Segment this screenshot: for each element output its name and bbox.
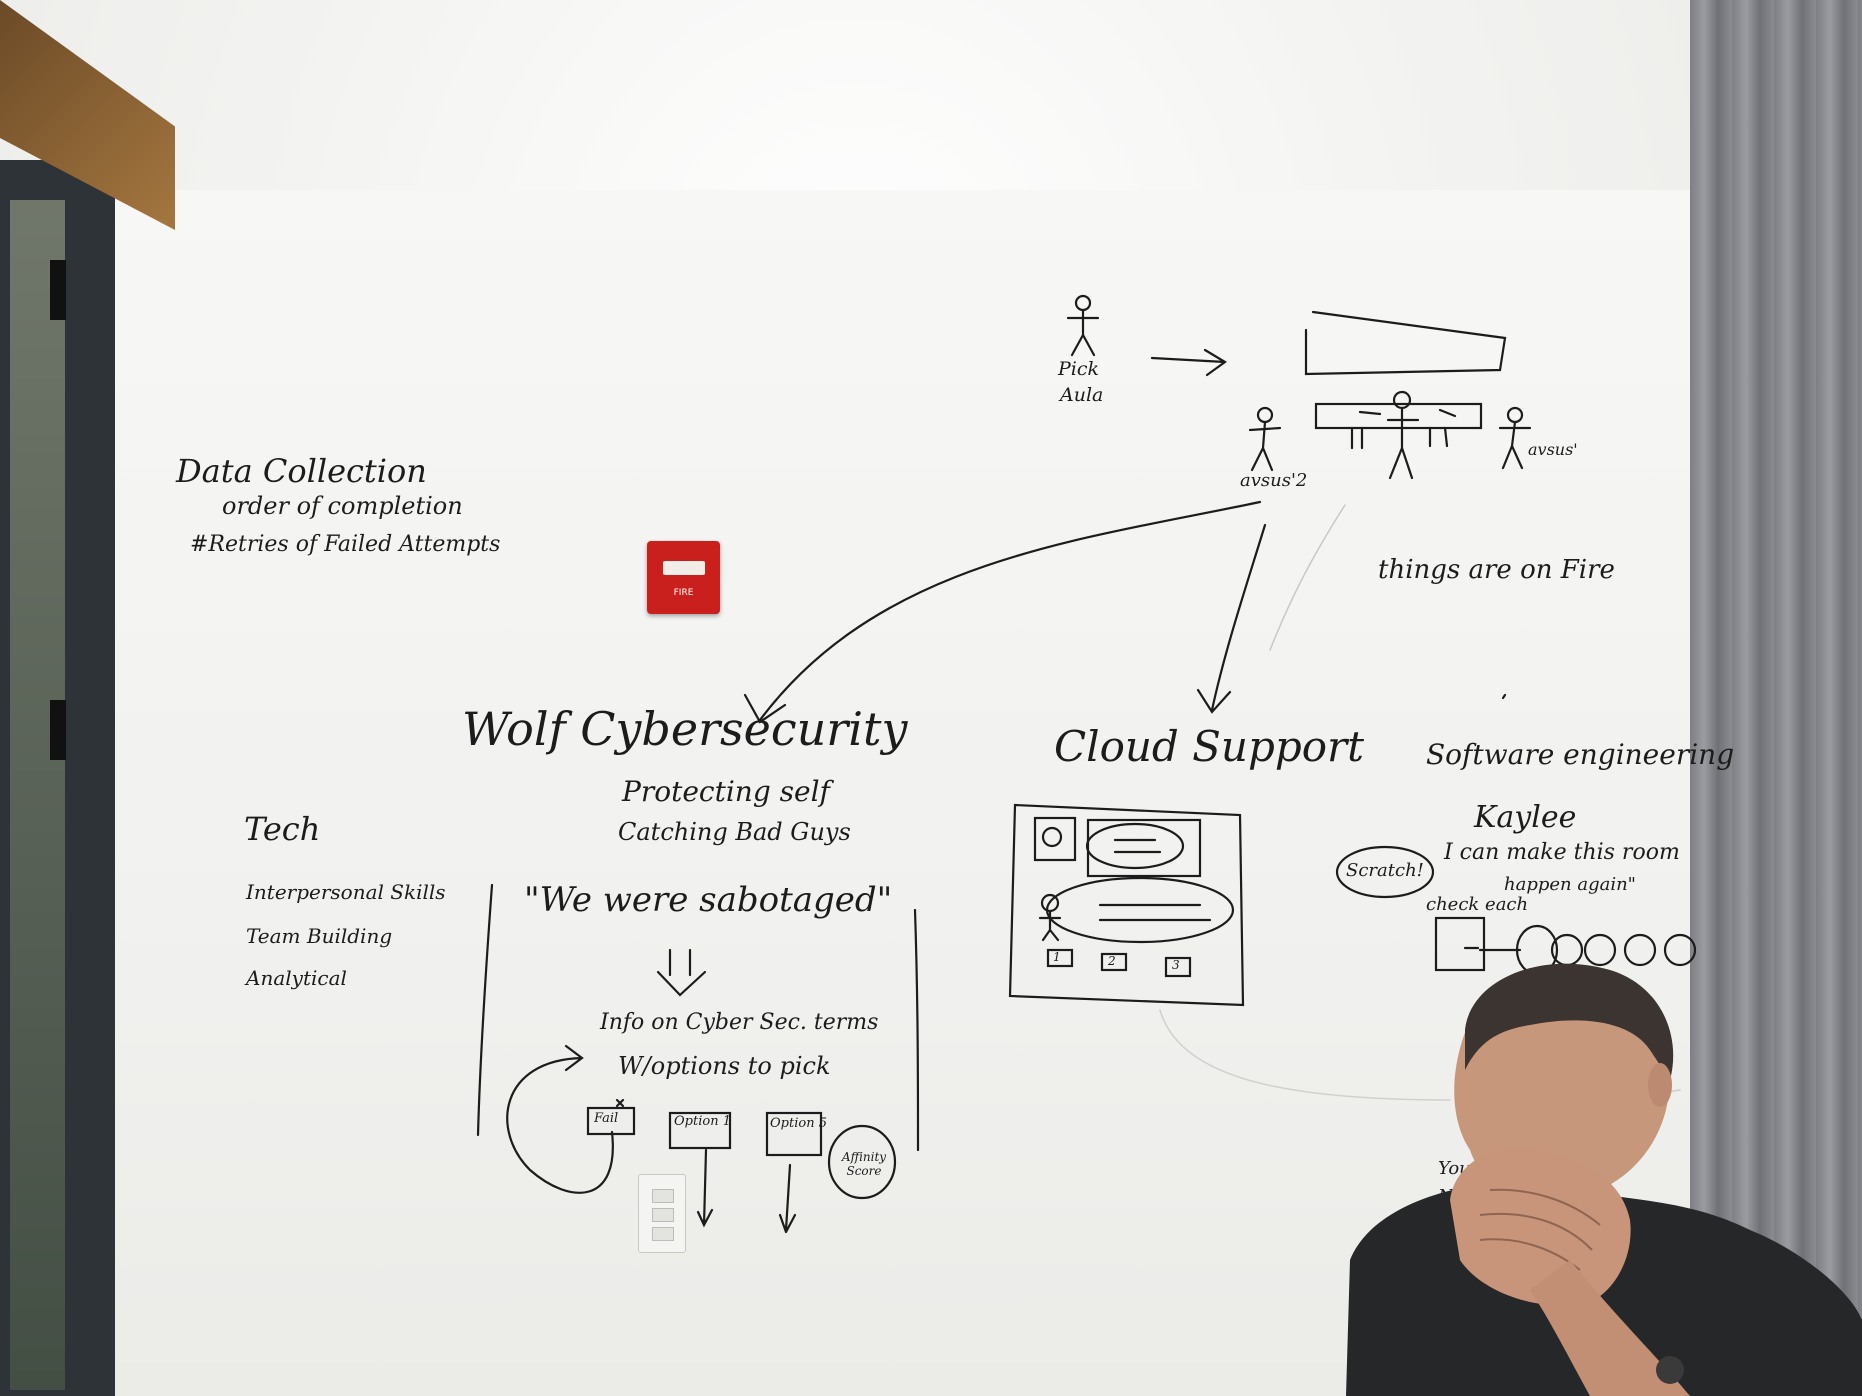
tech-skill-3: Analytical (246, 966, 347, 990)
door-hinge (50, 700, 66, 760)
stick-figure-left (1248, 406, 1282, 472)
cloud-profile-bubble (1045, 876, 1235, 944)
data-collection-retries: #Retries of Failed Attempts (190, 532, 501, 557)
tech-skill-1: Interpersonal Skills (246, 880, 446, 904)
option-5-label: Option 5 (770, 1116, 827, 1131)
cloud-tab-1: 1 (1053, 950, 1061, 964)
cybersecurity-quote: "We were sabotaged" (524, 880, 893, 920)
option-fail-label: Fail (594, 1111, 619, 1126)
check-each-label: check each (1426, 894, 1529, 915)
man-hands (1450, 1147, 1631, 1306)
switch-key[interactable] (652, 1189, 674, 1203)
switch-key[interactable] (652, 1208, 674, 1222)
option-1-label: Option 1 (674, 1114, 731, 1129)
gray-curtain (1690, 0, 1862, 1396)
cybersecurity-info1: Info on Cyber Sec. terms (600, 1010, 879, 1035)
light-switch[interactable] (638, 1174, 686, 1253)
stick-figure-right (1498, 406, 1532, 470)
cloud-support-title: Cloud Support (1054, 722, 1364, 771)
software-quote-1: I can make this room (1444, 840, 1680, 865)
glass-door (0, 160, 115, 1396)
affinity-score-label: Affinity Score (841, 1150, 887, 1178)
data-collection-title: Data Collection (176, 452, 427, 490)
software-quote-2: happen again" (1504, 874, 1636, 895)
things-on-fire-label: things are on Fire (1378, 555, 1615, 585)
bracket-left (476, 883, 494, 1137)
cloud-tab-3: 3 (1172, 958, 1180, 972)
cloud-support-frame (1008, 803, 1245, 1007)
stick-figure-top (1066, 294, 1100, 357)
door-hinge (50, 260, 66, 320)
option-box-1 (668, 1111, 732, 1150)
cybersecurity-sub1: Protecting self (622, 775, 830, 808)
bracket-right (913, 908, 920, 1152)
door-glass (10, 200, 65, 1390)
left-person-label: avsus'2 (1240, 470, 1308, 491)
man-arm (1530, 1260, 1690, 1396)
arrow-right (1150, 348, 1227, 377)
cybersecurity-info2: W/options to pick (618, 1052, 831, 1080)
arrow-to-cybersecurity (743, 500, 1262, 724)
man-watch (1656, 1356, 1684, 1384)
affinity-score-bubble (827, 1124, 897, 1200)
screen-box (1304, 310, 1507, 376)
scratch-label: Scratch! (1346, 860, 1424, 881)
stick-figure-center (1386, 390, 1420, 480)
fire-alarm: FIRE (647, 541, 720, 614)
pick-label-2: Aula (1060, 384, 1104, 406)
man-ear (1648, 1063, 1672, 1107)
loop-arrow (506, 1044, 614, 1194)
fire-alarm-label: FIRE (673, 588, 694, 598)
cybersecurity-sub2: Catching Bad Guys (618, 818, 851, 846)
software-name: Kaylee (1474, 800, 1577, 835)
tech-skill-2: Team Building (246, 924, 393, 948)
arrow-to-cloud-support (1196, 523, 1267, 714)
option-box-fail (586, 1106, 636, 1136)
scratch-bubble (1335, 845, 1435, 899)
man-hair (1465, 963, 1674, 1080)
cloud-tab-2: 2 (1108, 954, 1116, 968)
option-box-5 (765, 1111, 823, 1157)
tech-title: Tech (244, 810, 321, 848)
double-down-arrow (656, 948, 707, 997)
seated-man (1346, 963, 1862, 1396)
cybersecurity-title: Wolf Cybersecurity (462, 702, 908, 756)
software-engineering-title: Software engineering (1426, 738, 1735, 771)
screen-strip (1314, 402, 1483, 430)
data-collection-order: order of completion (222, 492, 463, 520)
right-person-label: avsus' (1528, 440, 1578, 459)
fire-alarm-strobe (663, 561, 705, 575)
switch-key[interactable] (652, 1227, 674, 1241)
pick-label: Pick (1058, 358, 1100, 380)
